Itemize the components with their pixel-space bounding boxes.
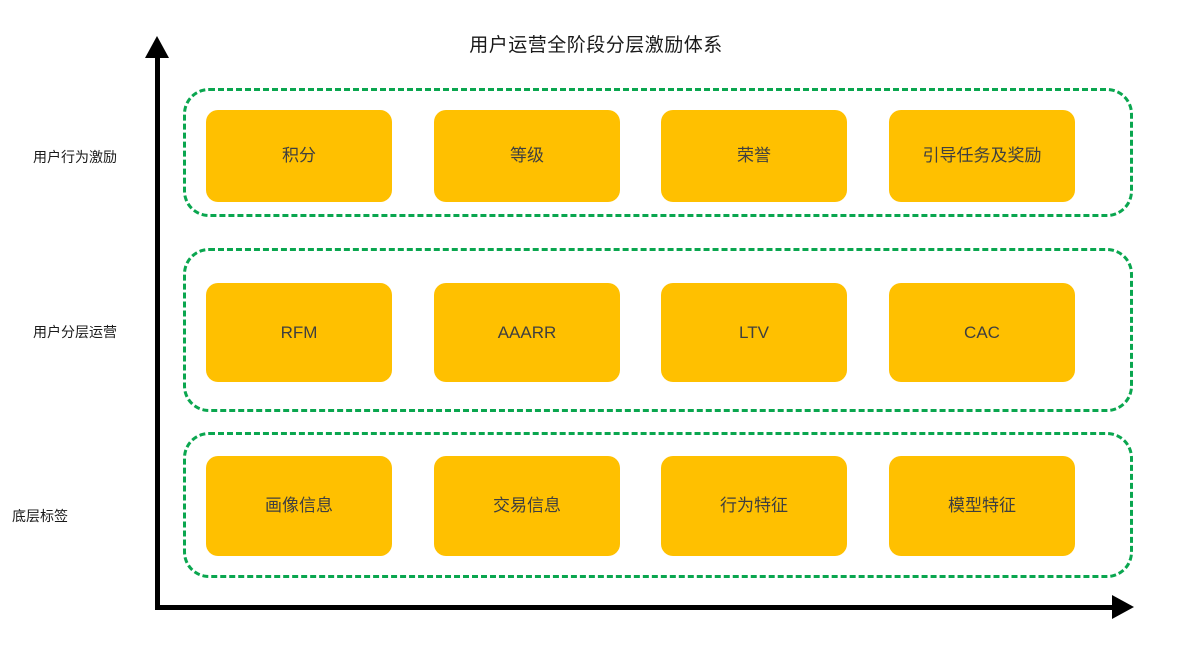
arrow-right-icon <box>1112 595 1134 619</box>
item-box-cac[interactable]: CAC <box>889 283 1075 382</box>
x-axis-line <box>155 605 1115 610</box>
item-box-jifen[interactable]: 积分 <box>206 110 392 202</box>
item-box-transaction-info[interactable]: 交易信息 <box>434 456 620 556</box>
row-label-user-behavior-incentive: 用户行为激励 <box>33 149 117 165</box>
group-user-tiered-operation <box>183 248 1133 412</box>
group-base-tags <box>183 432 1133 578</box>
item-box-behavior-features[interactable]: 行为特征 <box>661 456 847 556</box>
arrow-up-icon <box>145 36 169 58</box>
item-box-dengji[interactable]: 等级 <box>434 110 620 202</box>
item-box-model-features[interactable]: 模型特征 <box>889 456 1075 556</box>
item-box-rfm[interactable]: RFM <box>206 283 392 382</box>
item-box-aaarr[interactable]: AAARR <box>434 283 620 382</box>
y-axis-line <box>155 52 160 610</box>
item-box-guided-tasks-rewards[interactable]: 引导任务及奖励 <box>889 110 1075 202</box>
item-box-rongyu[interactable]: 荣誉 <box>661 110 847 202</box>
page-title: 用户运营全阶段分层激励体系 <box>469 35 723 56</box>
group-user-behavior-incentive <box>183 88 1133 217</box>
row-label-user-tiered-operation: 用户分层运营 <box>33 324 117 340</box>
item-box-profile-info[interactable]: 画像信息 <box>206 456 392 556</box>
row-label-base-tags: 底层标签 <box>12 508 68 524</box>
item-box-ltv[interactable]: LTV <box>661 283 847 382</box>
